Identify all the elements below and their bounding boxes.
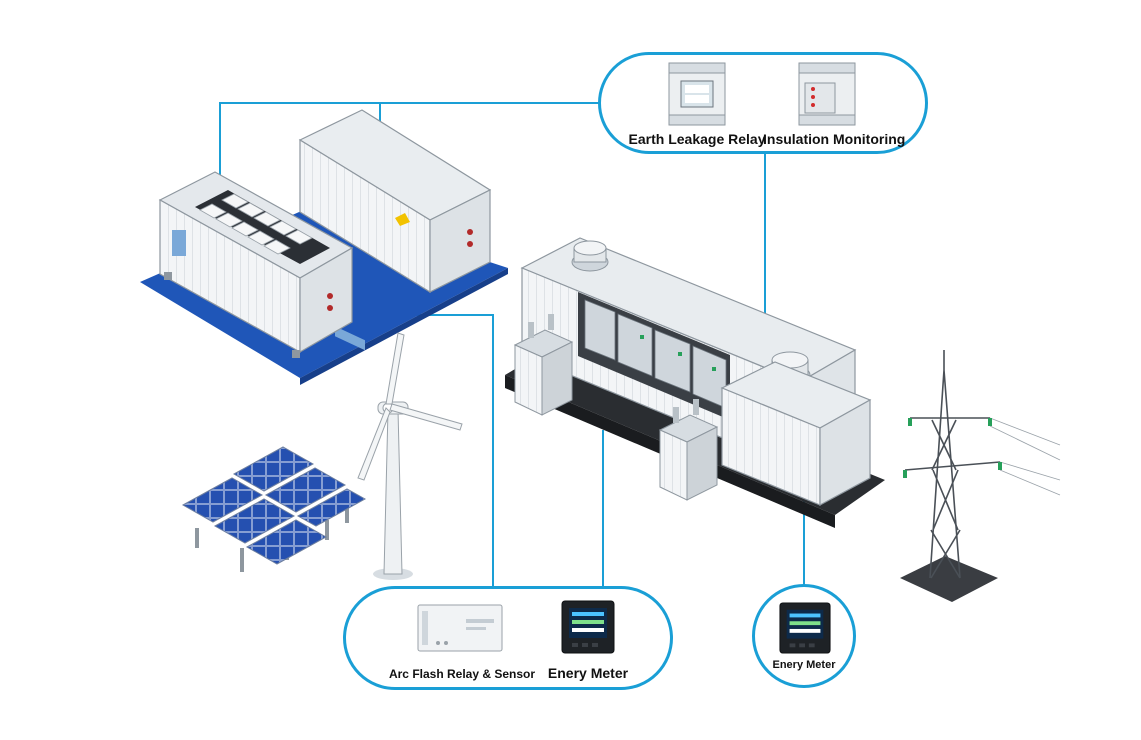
arc-flash-relay-label: Arc Flash Relay & Sensor [388, 667, 536, 681]
battery-container-open-icon [158, 171, 354, 358]
insulation-monitoring-label: Insulation Monitoring [763, 131, 906, 147]
battery-container-closed-icon [298, 109, 492, 351]
energy-meter-icon [561, 600, 615, 654]
callout-circle: Enery Meter [752, 584, 856, 688]
din-rail-relay-icon [668, 62, 726, 126]
earth-leakage-relay-label: Earth Leakage Relay [628, 131, 766, 147]
transformer-icon [513, 314, 574, 416]
din-rail-monitor-icon [798, 62, 856, 126]
energy-meter-label: Enery Meter [547, 665, 629, 681]
callout-top: Earth Leakage Relay Insulation Monitorin… [598, 52, 928, 154]
solar-panel-array-icon [181, 446, 367, 572]
energy-meter-icon [779, 602, 831, 654]
battery-area [140, 109, 508, 385]
arc-flash-relay-icon [417, 604, 503, 652]
line-top-callout-to-batteries [219, 102, 600, 190]
callout-bottom: Arc Flash Relay & Sensor Enery Meter [343, 586, 673, 690]
wind-turbine-icon [357, 332, 463, 580]
circle-energy-meter-label: Enery Meter [772, 659, 836, 671]
transformer-icon [658, 399, 719, 501]
transmission-tower-icon [900, 350, 1061, 602]
